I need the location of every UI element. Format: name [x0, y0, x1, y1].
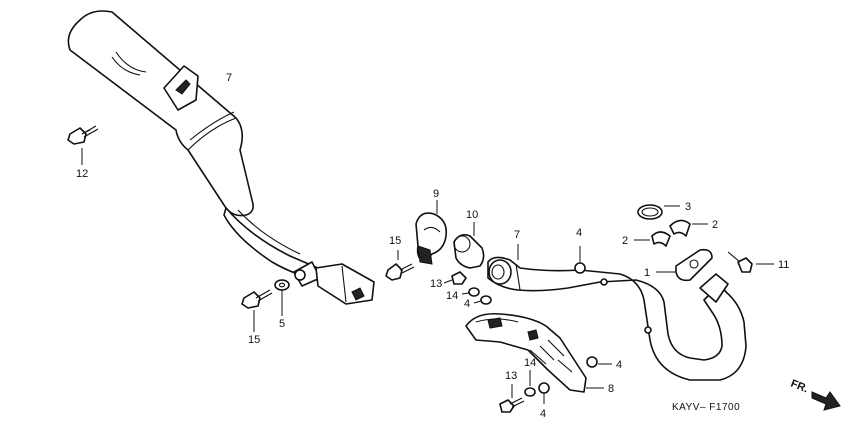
bolt-12-icon	[67, 125, 99, 165]
callout-12: 12	[76, 168, 88, 180]
nut-4-upper-left-icon	[473, 295, 492, 305]
callout-1: 1	[644, 267, 650, 279]
callout-8: 8	[608, 383, 614, 395]
front-label: FR.	[789, 378, 810, 396]
gasket-10	[453, 222, 485, 269]
washer-14-lower-icon	[524, 370, 536, 397]
exhaust-pipe-7	[487, 244, 747, 381]
callout-4-lower: 4	[540, 408, 546, 420]
callout-6: 7	[226, 72, 232, 84]
callout-2-right: 2	[712, 219, 718, 231]
callout-9: 9	[433, 188, 439, 200]
callout-4-upper-left: 4	[464, 298, 470, 310]
washer-14-upper-icon	[461, 287, 480, 297]
front-direction-arrow-icon: FR.	[789, 378, 841, 411]
callouts: 7 12 15 5 15 9 10 7 4 13 14 4 4 8 13 14 …	[76, 72, 789, 420]
bolt-13-upper-icon	[443, 271, 467, 285]
bolt-13-lower-icon	[499, 384, 525, 413]
callout-7: 7	[514, 229, 520, 241]
gasket-ring-3	[637, 204, 680, 220]
bolt-15-right-icon	[385, 250, 415, 281]
washer-5-icon	[274, 279, 290, 316]
nut-4-shield-icon	[586, 356, 612, 368]
collar-2-right	[669, 219, 708, 237]
muffler-assembly	[67, 10, 375, 305]
callout-2-left: 2	[622, 235, 628, 247]
callout-13-lower: 13	[505, 370, 517, 382]
flange-1	[656, 248, 713, 282]
bolt-15-left-icon	[241, 289, 273, 332]
callout-4-shield: 4	[616, 359, 622, 371]
callout-15-left: 15	[248, 334, 260, 346]
nut-4-top-icon	[574, 246, 586, 274]
nut-4-lower-icon	[538, 382, 550, 404]
callout-4-top: 4	[576, 227, 582, 239]
callout-14-lower: 14	[524, 357, 536, 369]
diagram-code: KAYV– F1700	[672, 402, 740, 413]
callout-3: 3	[685, 201, 691, 213]
callout-15-right: 15	[389, 235, 401, 247]
callout-5: 5	[279, 318, 285, 330]
collar-2-left	[634, 231, 671, 247]
callout-13-upper: 13	[430, 278, 442, 290]
callout-10: 10	[466, 209, 478, 221]
callout-11: 11	[778, 259, 789, 271]
clamp-9	[415, 200, 448, 265]
callout-14-upper: 14	[446, 290, 458, 302]
heat-shield-8	[465, 312, 604, 393]
bolt-11-icon	[727, 251, 774, 273]
